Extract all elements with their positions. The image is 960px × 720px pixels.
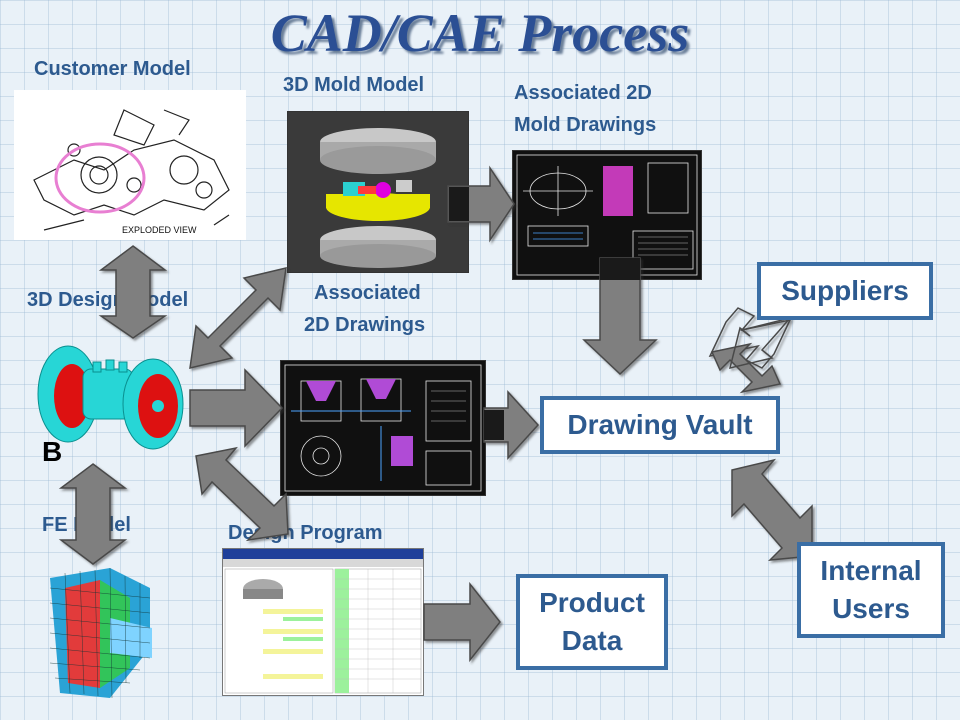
double-arrow-icon: [195, 446, 289, 542]
mold-2d-label-line1: Associated 2D: [514, 82, 652, 104]
marker-b: B: [42, 436, 63, 467]
double-arrow-icon: [708, 307, 792, 369]
drawing-vault-text: Drawing Vault: [567, 409, 753, 440]
internal-users-line1: Internal: [820, 555, 922, 586]
double-arrow-icon: [710, 342, 782, 394]
design-3d-image: [28, 334, 192, 456]
exploded-view-caption: EXPLODED VIEW: [122, 225, 197, 235]
fe-model-image: [40, 558, 160, 708]
customer-model-label: Customer Model: [34, 58, 191, 80]
product-data-box: Product Data: [516, 574, 668, 670]
assoc-2d-drawings-image: [280, 360, 486, 496]
arrow-right-icon: [423, 581, 501, 663]
assoc-2d-label-line2: 2D Drawings: [304, 314, 426, 336]
mold-3d-label: 3D Mold Model: [283, 74, 425, 96]
design-program-image: [222, 548, 424, 696]
product-data-line1: Product: [539, 587, 645, 618]
internal-users-line2: Users: [832, 593, 910, 624]
double-arrow-icon: [728, 316, 793, 370]
arrow-right-icon: [447, 165, 515, 243]
mold-3d-image: [287, 111, 469, 273]
assoc-2d-label-line1: Associated: [314, 282, 421, 304]
suppliers-text: Suppliers: [781, 275, 909, 306]
arrow-right-icon: [483, 390, 540, 460]
suppliers-box: Suppliers: [757, 262, 933, 320]
product-data-line2: Data: [561, 625, 623, 656]
internal-users-box: Internal Users: [797, 542, 945, 638]
arrow-right-icon: [189, 368, 284, 448]
double-arrow-icon: [98, 245, 168, 339]
mold-2d-label-line2: Mold Drawings: [514, 114, 657, 136]
double-arrow-icon: [189, 267, 287, 369]
customer-model-image: EXPLODED VIEW: [14, 90, 246, 240]
drawing-vault-box: Drawing Vault: [540, 396, 780, 454]
page-title: CAD/CAE Process: [270, 3, 690, 63]
double-arrow-icon: [58, 463, 128, 565]
